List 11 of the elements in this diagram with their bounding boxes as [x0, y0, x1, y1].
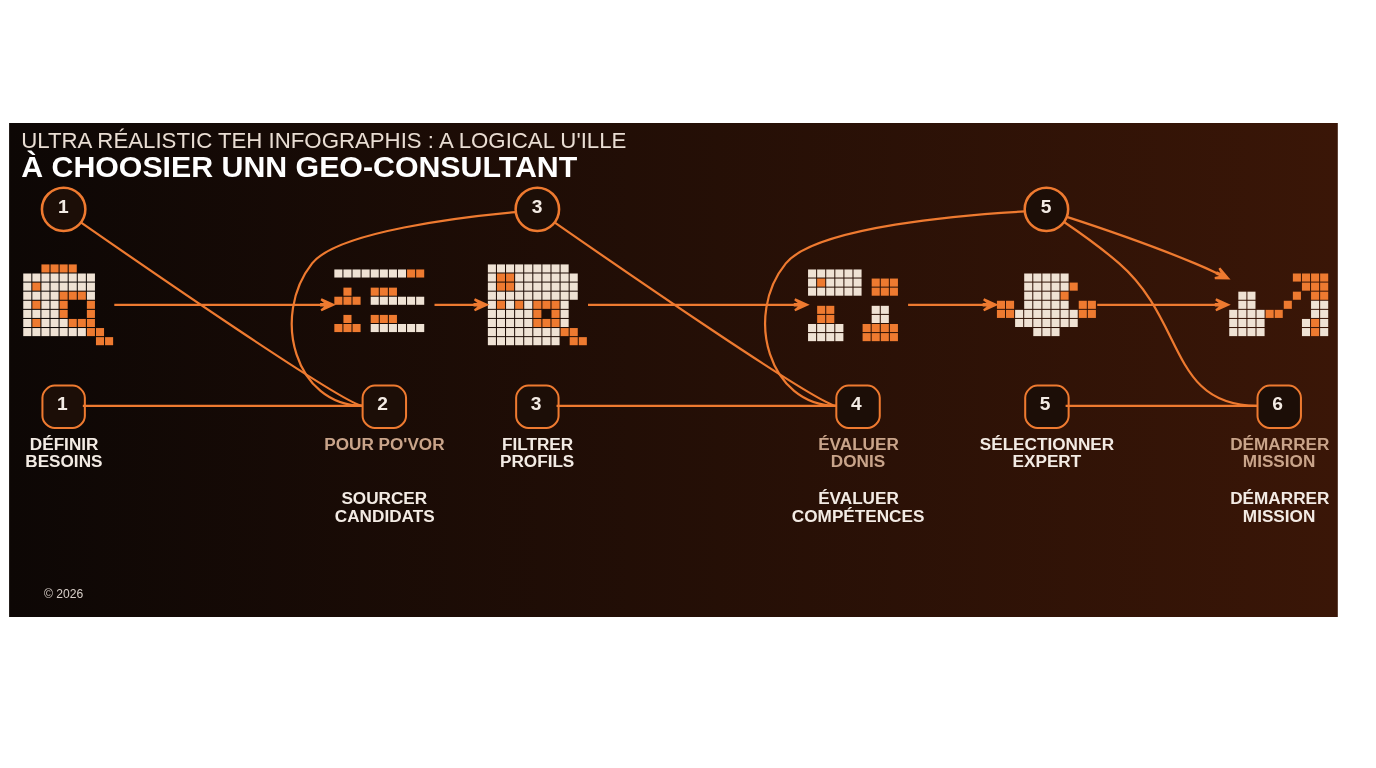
node-label: ÉVALUER DONIS [818, 433, 899, 471]
node-label: DÉMARRER MISSION [1230, 433, 1330, 471]
node-label: DÉMARRER MISSION [1230, 487, 1330, 526]
diagram-title: ULTRA RÉALISTIC TEH INFOGRAPHIS : A LOGICAL U'ILLE À CHOOSIER UNN GEO-CONSULTANT [21, 127, 627, 183]
node-label: ÉVALUER COMPÉTENCES [791, 487, 925, 526]
node-label: DÉFINIR BESOINS [25, 433, 103, 471]
node-label: POUR PO'VOR [324, 433, 445, 454]
node-label: SÉLECTIONNER EXPERT [979, 433, 1115, 471]
node-label: FILTRER PROFILS [499, 433, 575, 471]
label: © 2026 [44, 586, 84, 601]
node-label: SOURCER CANDIDATS [334, 487, 435, 526]
